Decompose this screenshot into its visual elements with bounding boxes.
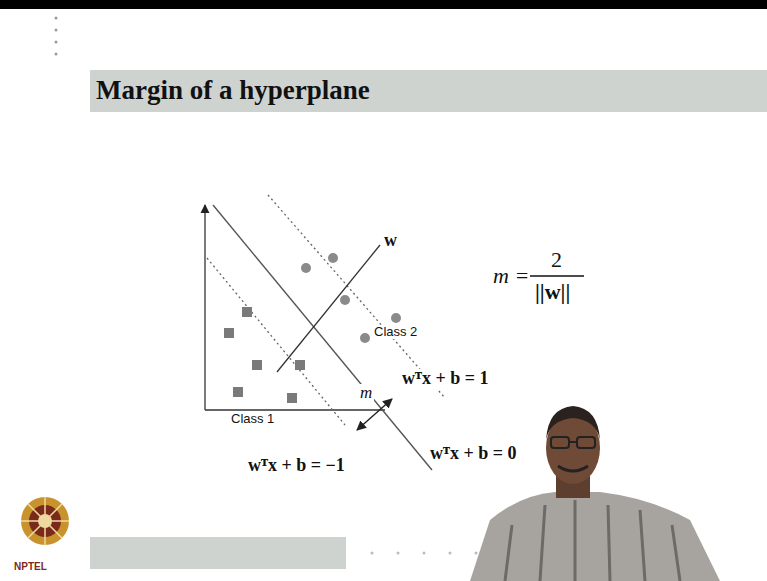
margin-label: m <box>358 384 374 403</box>
class-label: Class 1 <box>229 412 276 426</box>
slide-title: Margin of a hyperplane <box>96 75 370 106</box>
x-axis <box>205 409 385 410</box>
normal-vector <box>277 245 380 372</box>
formula-text: ||w|| <box>535 280 570 304</box>
equation-label: wᵀx + b = −1 <box>246 456 347 476</box>
footer-dots <box>371 552 478 555</box>
margin-line <box>207 258 345 425</box>
fraction-bar <box>530 275 584 276</box>
top-bar <box>0 0 767 9</box>
class-label: Class 2 <box>372 325 419 339</box>
speaker-figure <box>470 406 720 581</box>
footer-band <box>90 537 346 569</box>
logo-text: NPTEL <box>14 561 47 572</box>
equation-label: wᵀx + b = 1 <box>400 369 490 389</box>
vector-label: w <box>382 231 399 251</box>
formula-text: m = <box>493 264 529 288</box>
formula-text: 2 <box>551 248 562 272</box>
corner-dots <box>55 17 58 56</box>
hyperplane <box>213 205 432 470</box>
margin-arrow <box>357 399 392 430</box>
class-1-points <box>224 307 305 403</box>
y-axis <box>204 205 205 410</box>
nptel-logo <box>21 497 69 545</box>
equation-label: wᵀx + b = 0 <box>428 444 518 464</box>
title-band <box>90 70 767 112</box>
margin-line <box>268 195 445 398</box>
